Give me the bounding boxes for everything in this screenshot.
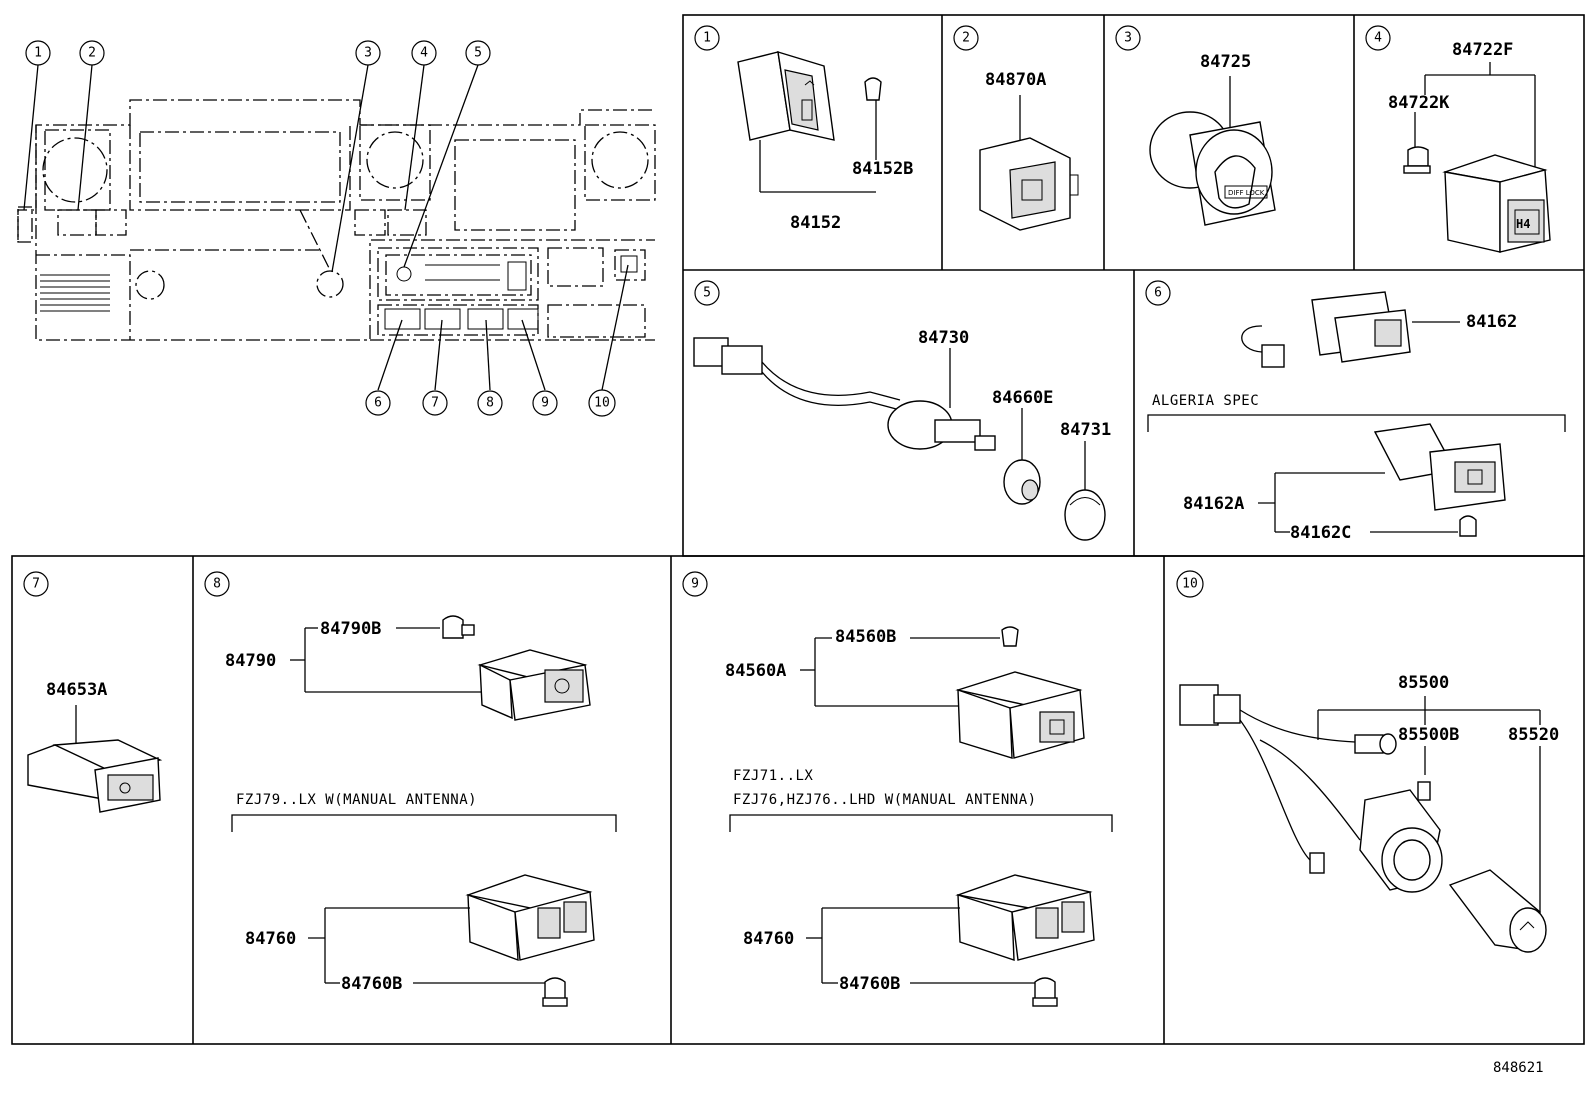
panel-8: 8 84790B 84790 FZJ79..LX W(MANUAL ANTENN… (204, 571, 617, 1007)
callout-1: 1 (34, 46, 42, 61)
part-84653a-label: 84653A (46, 680, 107, 700)
part-84162c-label: 84162C (1290, 523, 1351, 543)
bulb-84722k-drawing (1403, 146, 1431, 174)
panel-frames (11, 14, 1585, 1045)
part-84162a-label: 84162A (1183, 494, 1244, 514)
part-84722k-label: 84722K (1388, 93, 1450, 113)
panel-5-number: 5 (703, 286, 711, 301)
part-84790-label: 84790 (225, 651, 276, 671)
diff-lock-face-label: DIFF LOCK (1228, 189, 1265, 197)
bulb-84162c-drawing (1459, 515, 1477, 537)
h4-face-label: H4 (1516, 217, 1530, 231)
bulb-84760b-p9-drawing (1032, 977, 1058, 1007)
part-84560a-label: 84560A (725, 661, 786, 681)
part-84760-p8-label: 84760 (245, 929, 296, 949)
part-84152b-label: 84152B (852, 159, 913, 179)
part-84725-label: 84725 (1200, 52, 1251, 72)
switch-84162a-drawing (1373, 423, 1506, 511)
panel-6-number: 6 (1154, 286, 1162, 301)
fzj79-note: FZJ79..LX W(MANUAL ANTENNA) (236, 792, 477, 808)
rheostat-84730-drawing (693, 337, 996, 451)
callout-6: 6 (374, 396, 382, 411)
panel-3-number: 3 (1124, 31, 1132, 46)
fzj76-note: FZJ76,HZJ76..LHD W(MANUAL ANTENNA) (733, 792, 1037, 808)
figure-reference-number: 848621 (1493, 1060, 1544, 1076)
part-84870a-label: 84870A (985, 70, 1046, 90)
bulb-84152b-drawing (864, 77, 882, 101)
switch-84653a-drawing (27, 739, 163, 813)
part-84760-p9-label: 84760 (743, 929, 794, 949)
knob-84731-drawing (1064, 489, 1106, 541)
panel-1-number: 1 (703, 31, 711, 46)
overview-callouts: 1 2 3 4 5 6 7 8 9 10 (25, 40, 616, 417)
part-84760b-p8-label: 84760B (341, 974, 402, 994)
switch-84722f-drawing: H4 (1442, 154, 1551, 253)
panel-8-number: 8 (213, 577, 221, 592)
bulb-84760b-p8-drawing (542, 977, 568, 1007)
panel-9-number: 9 (691, 577, 699, 592)
fzj71-note: FZJ71..LX (733, 768, 813, 784)
panel-10: 10 85500 85500B 85520 (1176, 570, 1559, 953)
part-84722f-label: 84722F (1452, 40, 1513, 60)
callout-8: 8 (486, 396, 494, 411)
panel-2: 2 84870A (953, 25, 1079, 231)
callout-7: 7 (431, 396, 439, 411)
callout-2: 2 (88, 46, 96, 61)
part-84560b-label: 84560B (835, 627, 896, 647)
part-85520-label: 85520 (1508, 725, 1559, 745)
part-85500b-label: 85500B (1398, 725, 1459, 745)
panel-9: 9 84560B 84560A FZJ71..LX FZJ76,HZJ76..L… (682, 571, 1113, 1007)
part-84731-label: 84731 (1060, 420, 1111, 440)
panel-4: 4 84722F 84722K H4 (1365, 25, 1551, 253)
part-84152-label: 84152 (790, 213, 841, 233)
switch-84870a-drawing (979, 137, 1079, 231)
panel-5: 5 84730 84660E 84731 (693, 280, 1111, 541)
panel-7-number: 7 (32, 577, 40, 592)
switch-84760-p8-drawing (465, 874, 595, 962)
switch-84790-drawing (477, 649, 591, 721)
switch-84725-drawing: DIFF LOCK (1149, 111, 1276, 226)
part-84660e-label: 84660E (992, 388, 1053, 408)
callout-10: 10 (594, 396, 610, 411)
part-85500-label: 85500 (1398, 673, 1449, 693)
part-84162-label: 84162 (1466, 312, 1517, 332)
bulb-84560b-drawing (1001, 626, 1019, 647)
algeria-spec-note: ALGERIA SPEC (1152, 393, 1259, 409)
panel-3: 3 84725 DIFF LOCK (1115, 25, 1276, 226)
callout-3: 3 (364, 46, 372, 61)
part-84760b-p9-label: 84760B (839, 974, 900, 994)
callout-5: 5 (474, 46, 482, 61)
cigarette-lighter-85500-drawing (1179, 684, 1547, 953)
dashboard-overview: 1 2 3 4 5 6 7 8 9 10 (17, 40, 656, 417)
panel-2-number: 2 (962, 31, 970, 46)
switch-84560a-drawing (955, 671, 1085, 759)
panel-1: 1 84152B 84152 (694, 25, 913, 233)
panel-10-number: 10 (1182, 577, 1198, 592)
switch-84760-p9-drawing (955, 874, 1095, 961)
panel-7: 7 84653A (23, 571, 163, 813)
callout-4: 4 (420, 46, 428, 61)
part-84790b-label: 84790B (320, 619, 381, 639)
knob-84660e-drawing (1003, 459, 1041, 505)
switch-84162-drawing (1241, 291, 1411, 368)
panel-4-number: 4 (1374, 31, 1382, 46)
bulb-84790b-drawing (442, 615, 475, 639)
switch-84152-drawing (737, 51, 835, 141)
panel-6: 6 84162 ALGERIA SPEC 84162A 8 (1145, 280, 1566, 543)
part-84730-label: 84730 (918, 328, 969, 348)
callout-9: 9 (541, 396, 549, 411)
